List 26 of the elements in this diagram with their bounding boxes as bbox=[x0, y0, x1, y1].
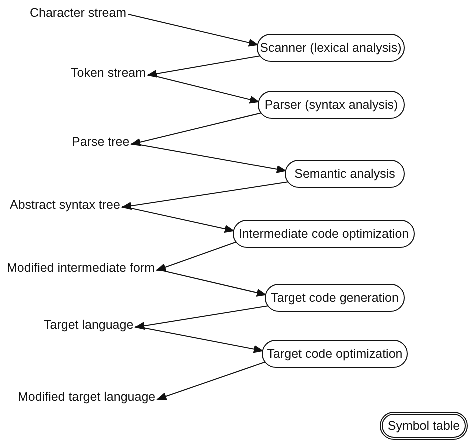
process-box: Scanner (lexical analysis) bbox=[257, 34, 405, 62]
arrow bbox=[122, 206, 235, 233]
data-label: Modified intermediate form bbox=[7, 261, 155, 276]
process-box: Target code optimization bbox=[262, 340, 408, 368]
process-box: Parser (syntax analysis) bbox=[258, 91, 405, 119]
arrow bbox=[156, 362, 266, 400]
arrow bbox=[121, 182, 290, 210]
data-label: Target language bbox=[44, 318, 134, 333]
data-label: Parse tree bbox=[72, 135, 130, 150]
arrow bbox=[131, 143, 287, 174]
arrow bbox=[130, 112, 262, 146]
process-box: Intermediate code optimization bbox=[233, 220, 415, 248]
arrow bbox=[135, 326, 264, 354]
data-store-box: Symbol table bbox=[380, 412, 468, 440]
data-label: Character stream bbox=[30, 6, 127, 21]
process-box: Target code generation bbox=[265, 284, 405, 312]
data-label: Abstract syntax tree bbox=[10, 198, 120, 213]
arrow bbox=[156, 269, 267, 297]
arrow bbox=[147, 56, 262, 78]
arrow bbox=[128, 14, 259, 47]
arrow bbox=[156, 242, 238, 272]
process-box: Semantic analysis bbox=[285, 160, 405, 188]
arrow bbox=[134, 306, 270, 330]
arrow bbox=[148, 74, 260, 104]
data-label: Token stream bbox=[71, 66, 146, 81]
data-label: Modified target language bbox=[18, 390, 156, 405]
